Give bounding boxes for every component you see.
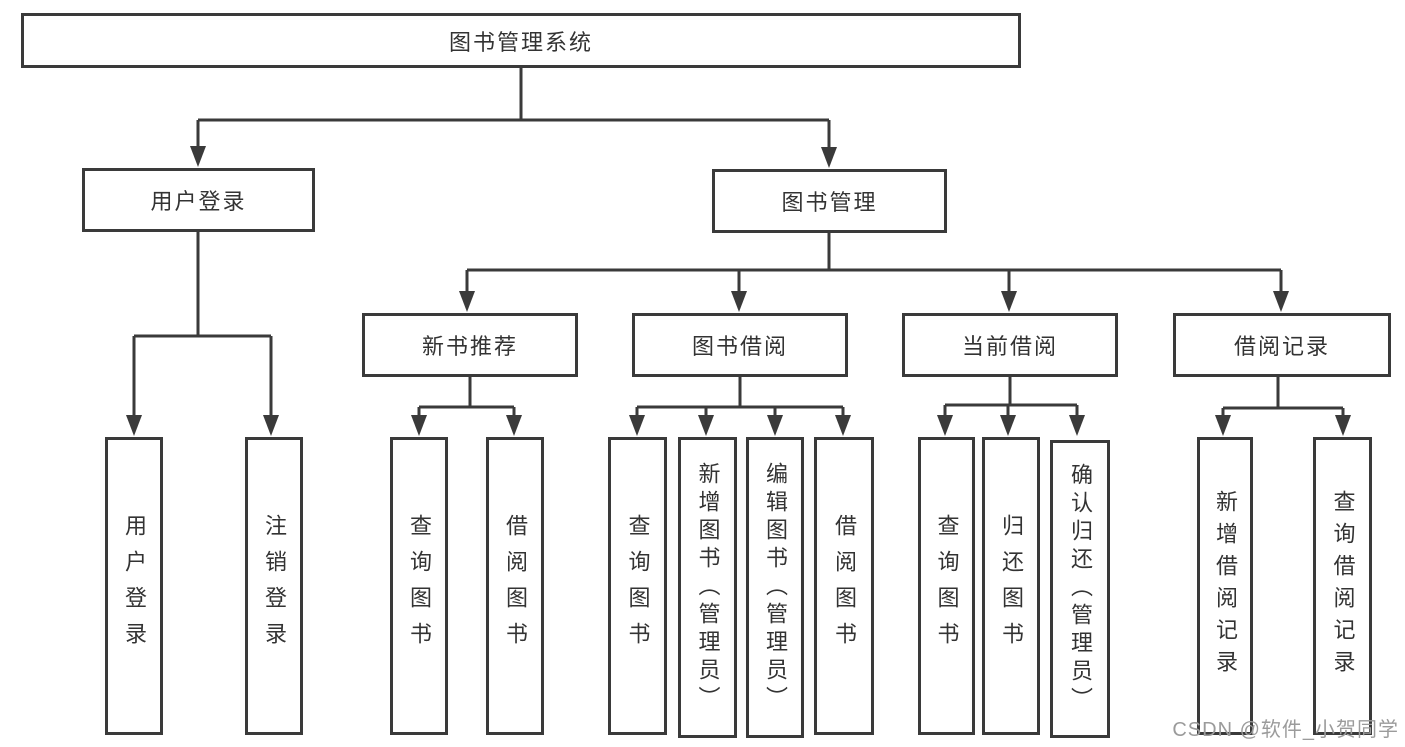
node-label: 新增图书（管理员） <box>695 461 721 714</box>
leaf-edit-books-admin: 编辑图书（管理员） <box>746 437 804 738</box>
leaf-logout: 注销登录 <box>245 437 303 735</box>
leaf-query-books-recommend: 查询图书 <box>390 437 448 735</box>
node-label: 确认归还（管理员） <box>1068 463 1093 715</box>
csdn-watermark: CSDN @软件_小贺同学 <box>1172 719 1399 741</box>
node-label: 查询图书 <box>625 514 651 658</box>
node-label: 当前借阅 <box>961 334 1058 359</box>
node-label: 编辑图书（管理员） <box>763 461 788 714</box>
leaf-query-books-borrow: 查询图书 <box>608 437 667 735</box>
node-label: 借阅图书 <box>503 514 528 658</box>
node-label: 注销登录 <box>262 514 287 658</box>
node-book-management: 图书管理 <box>712 169 947 233</box>
node-label: 新增借阅记录 <box>1213 490 1238 682</box>
leaf-user-login: 用户登录 <box>105 437 163 735</box>
node-user-login: 用户登录 <box>82 168 315 232</box>
node-label: 借阅图书 <box>832 514 857 658</box>
leaf-borrow-books: 借阅图书 <box>814 437 874 735</box>
node-current-borrow: 当前借阅 <box>902 313 1118 377</box>
node-label: 查询图书 <box>407 514 432 658</box>
node-book-borrow: 图书借阅 <box>632 313 848 377</box>
node-label: 新书推荐 <box>421 334 518 359</box>
leaf-add-borrow-record: 新增借阅记录 <box>1197 437 1253 735</box>
leaf-query-books-current: 查询图书 <box>918 437 975 735</box>
node-label: 用户登录 <box>122 514 147 658</box>
leaf-query-borrow-record: 查询借阅记录 <box>1313 437 1372 735</box>
node-label: 借阅记录 <box>1233 334 1330 359</box>
node-label: 归还图书 <box>999 514 1024 658</box>
node-label: 图书管理 <box>781 190 878 215</box>
node-borrow-records: 借阅记录 <box>1173 313 1391 377</box>
arrowhead-icons <box>126 146 1351 436</box>
node-label: 用户登录 <box>150 189 247 214</box>
node-label: 查询图书 <box>934 514 960 658</box>
node-label: 图书借阅 <box>691 334 788 359</box>
node-label: 图书管理系统 <box>448 29 593 55</box>
leaf-confirm-return-admin: 确认归还（管理员） <box>1050 440 1110 738</box>
node-label: 查询借阅记录 <box>1330 490 1356 682</box>
node-new-book-recommend: 新书推荐 <box>362 313 578 377</box>
leaf-borrow-books-recommend: 借阅图书 <box>486 437 544 735</box>
leaf-add-books-admin: 新增图书（管理员） <box>678 437 737 738</box>
leaf-return-books: 归还图书 <box>982 437 1040 735</box>
node-root-system: 图书管理系统 <box>21 13 1021 68</box>
